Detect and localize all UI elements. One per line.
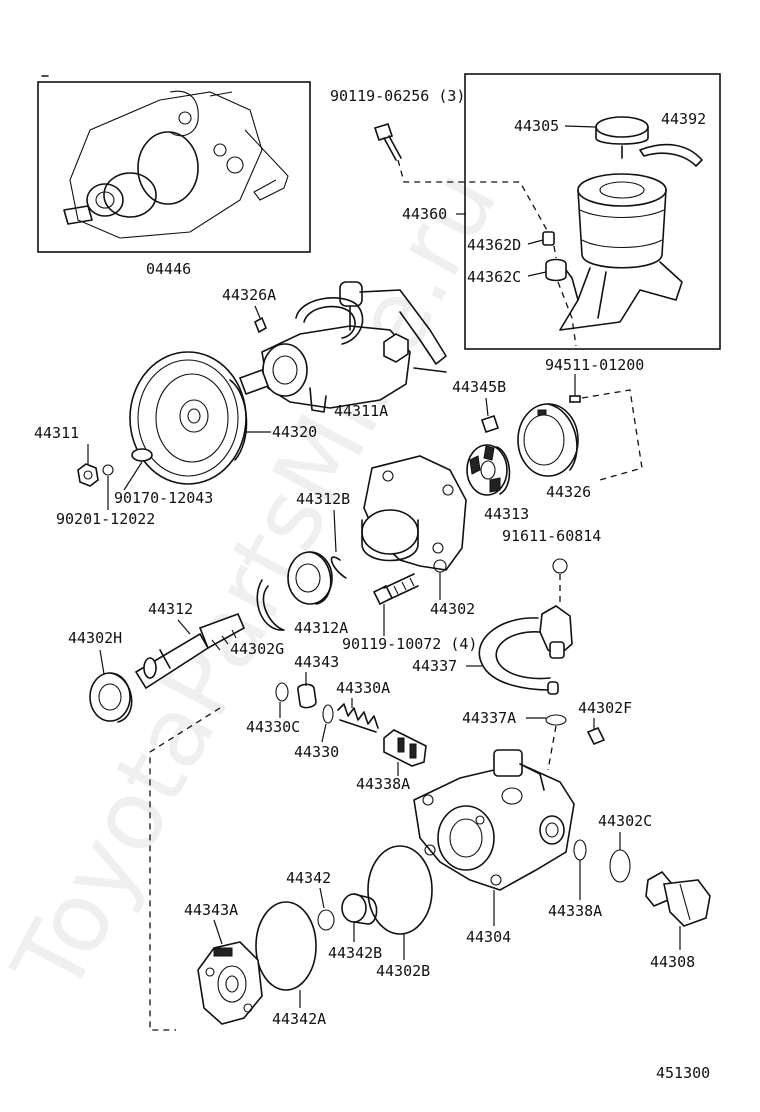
- part-44330C-oring: [275, 682, 289, 702]
- label-44308: 44308: [650, 953, 695, 971]
- label-44302F: 44302F: [578, 699, 632, 717]
- label-44311A: 44326A: [222, 286, 276, 304]
- watermark: ToyotaPartsMine.ru: [0, 152, 519, 1011]
- label-44302B: 44302B: [376, 962, 430, 980]
- label-44342A: 44342A: [272, 1010, 326, 1028]
- part-44311A: [253, 316, 268, 334]
- rotor-44313: [466, 444, 511, 496]
- label-44337A: 44337A: [462, 709, 516, 727]
- part-44312B-snap-ring: [330, 556, 347, 579]
- label-90201-12022: 90170-12043: [114, 489, 213, 507]
- label-44345B: 44345B: [452, 378, 506, 396]
- label-91611-60814: 91611-60814: [502, 527, 601, 545]
- figure-number: 451300: [656, 1064, 710, 1082]
- label-44330C: 44330C: [246, 718, 300, 736]
- part-44362D: [542, 231, 555, 246]
- label-44302C: 44342: [286, 869, 331, 887]
- label-44302H: 44302G: [230, 640, 284, 658]
- part-44338A-oring-upper: [609, 849, 631, 883]
- label-44330: 44338A: [356, 775, 410, 793]
- part-44302C-oring: [317, 909, 335, 931]
- rear-housing-44304: [413, 749, 575, 891]
- ref-mark-b: [552, 558, 568, 574]
- label-44362C: 44362C: [467, 268, 521, 286]
- label-44326: 44326: [546, 483, 591, 501]
- label-44337: 44337: [412, 657, 457, 675]
- label-44311: 44320: [272, 423, 317, 441]
- label-44360: 44360: [402, 205, 447, 223]
- label-44343A: 44330: [294, 743, 339, 761]
- label-90119-10072: 90119-10072 (4): [342, 635, 477, 653]
- label-44342: 44343A: [184, 901, 238, 919]
- part-44326A: [569, 395, 581, 403]
- oil-seal-44302G: [89, 672, 133, 723]
- bearing-44312A: [287, 551, 333, 605]
- part-44345B: [480, 414, 500, 434]
- shaft-44312: [134, 612, 246, 690]
- part-44337A-oring: [545, 714, 567, 726]
- part-44302F: [586, 726, 606, 746]
- label-44320: 44311A: [334, 402, 388, 420]
- label-44302G: 44302H: [68, 629, 122, 647]
- pulley-44311: [129, 351, 248, 485]
- gasket-kit-box: [37, 75, 311, 253]
- label-44305: 44305: [514, 117, 559, 135]
- label-90119-06256: 90119-06256 (3): [330, 87, 465, 105]
- part-44343-plug: [297, 683, 317, 709]
- label-44330A: 44330A: [336, 679, 390, 697]
- part-44302H-snap-ring: [256, 579, 285, 631]
- label-44312A: 44312A: [294, 619, 348, 637]
- union-bolt-44308: [645, 870, 711, 927]
- spring-44330A: [337, 703, 379, 733]
- side-plate-44342: [197, 941, 263, 1025]
- label-44338A-lower: 44338A: [548, 902, 602, 920]
- part-44338A-oring-lower: [573, 839, 587, 861]
- cam-ring-44326: [517, 403, 579, 477]
- label-90170-12043: 44311: [34, 424, 79, 442]
- label-44304: 44304: [466, 928, 511, 946]
- hose-44337: [478, 605, 573, 695]
- sleeve-44342B: [341, 893, 378, 925]
- part-44362C: [545, 258, 567, 282]
- label-44326A: 94511-01200: [545, 356, 644, 374]
- part-90170-12043-nut: [77, 463, 99, 487]
- label-44302: 44302: [430, 600, 475, 618]
- label-44338A-upper: 44302C: [598, 812, 652, 830]
- label-44343: 44343: [294, 653, 339, 671]
- bolt-90119-10072: [372, 573, 419, 606]
- label-44392: 44392: [661, 110, 706, 128]
- front-housing-44302: [361, 455, 467, 573]
- part-90201-12022-washer: [131, 448, 153, 462]
- label-44312B: 44312B: [296, 490, 350, 508]
- label-94511-01200: 90201-12022: [56, 510, 155, 528]
- label-44362D: 44362D: [467, 236, 521, 254]
- label-44342B: 44342B: [328, 944, 382, 962]
- part-44302B-oring: [367, 845, 433, 935]
- label-44312: 44312: [148, 600, 193, 618]
- label-44313: 44313: [484, 505, 529, 523]
- valve-44330: [383, 729, 427, 767]
- bolt-90119-06256: [373, 123, 402, 161]
- label-04446: 04446: [146, 260, 191, 278]
- pump-body-44320: [238, 281, 447, 413]
- part-44342A-oring: [255, 901, 317, 991]
- part-44343A-oring: [322, 704, 334, 724]
